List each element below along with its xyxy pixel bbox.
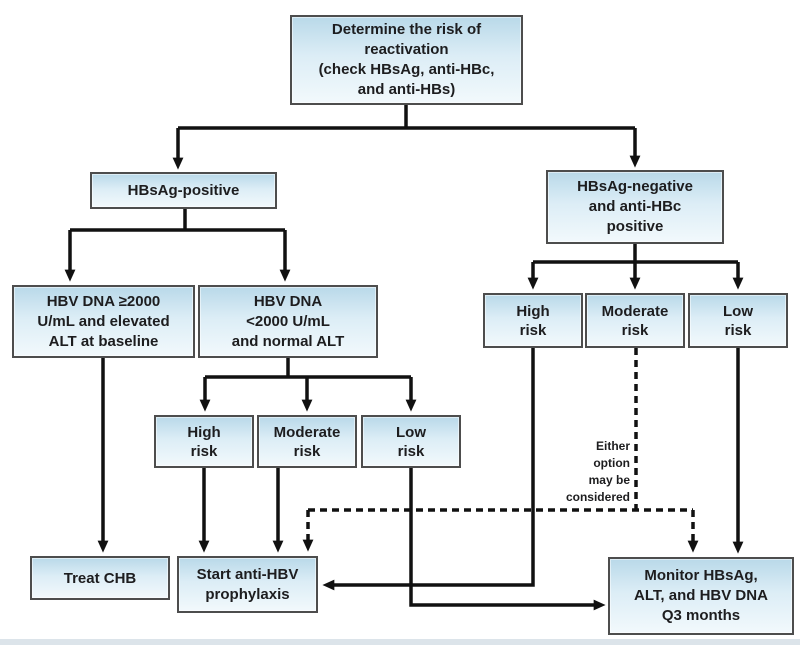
node-hbsag-positive: HBsAg-positive bbox=[90, 172, 277, 209]
node-right-high-risk: High risk bbox=[483, 293, 583, 348]
node-start-anti-hbv-prophylaxis: Start anti-HBV prophylaxis bbox=[177, 556, 318, 613]
node-mid-moderate-risk: Moderate risk bbox=[257, 415, 357, 468]
node-hbv-dna-low-normal-alt: HBV DNA <2000 U/mL and normal ALT bbox=[198, 285, 378, 358]
node-determine-risk: Determine the risk of reactivation (chec… bbox=[290, 15, 523, 105]
edge-righthigh-to-prophylaxis bbox=[322, 348, 535, 591]
node-monitor-hbsag-alt-dna: Monitor HBsAg, ALT, and HBV DNA Q3 month… bbox=[608, 557, 794, 635]
node-hbv-dna-high-elevated-alt: HBV DNA ≥2000 U/mL and elevated ALT at b… bbox=[12, 285, 195, 358]
bottom-divider bbox=[0, 639, 800, 645]
note-either-option-may-be-considered: Either option may be considered bbox=[565, 439, 630, 504]
node-mid-high-risk: High risk bbox=[154, 415, 254, 468]
node-mid-low-risk: Low risk bbox=[361, 415, 461, 468]
node-right-moderate-risk: Moderate risk bbox=[585, 293, 685, 348]
node-hbsag-negative-anti-hbc-positive: HBsAg-negative and anti-HBc positive bbox=[546, 170, 724, 244]
edge-midlow-to-monitor bbox=[409, 468, 606, 611]
node-right-low-risk: Low risk bbox=[688, 293, 788, 348]
node-treat-chb: Treat CHB bbox=[30, 556, 170, 600]
